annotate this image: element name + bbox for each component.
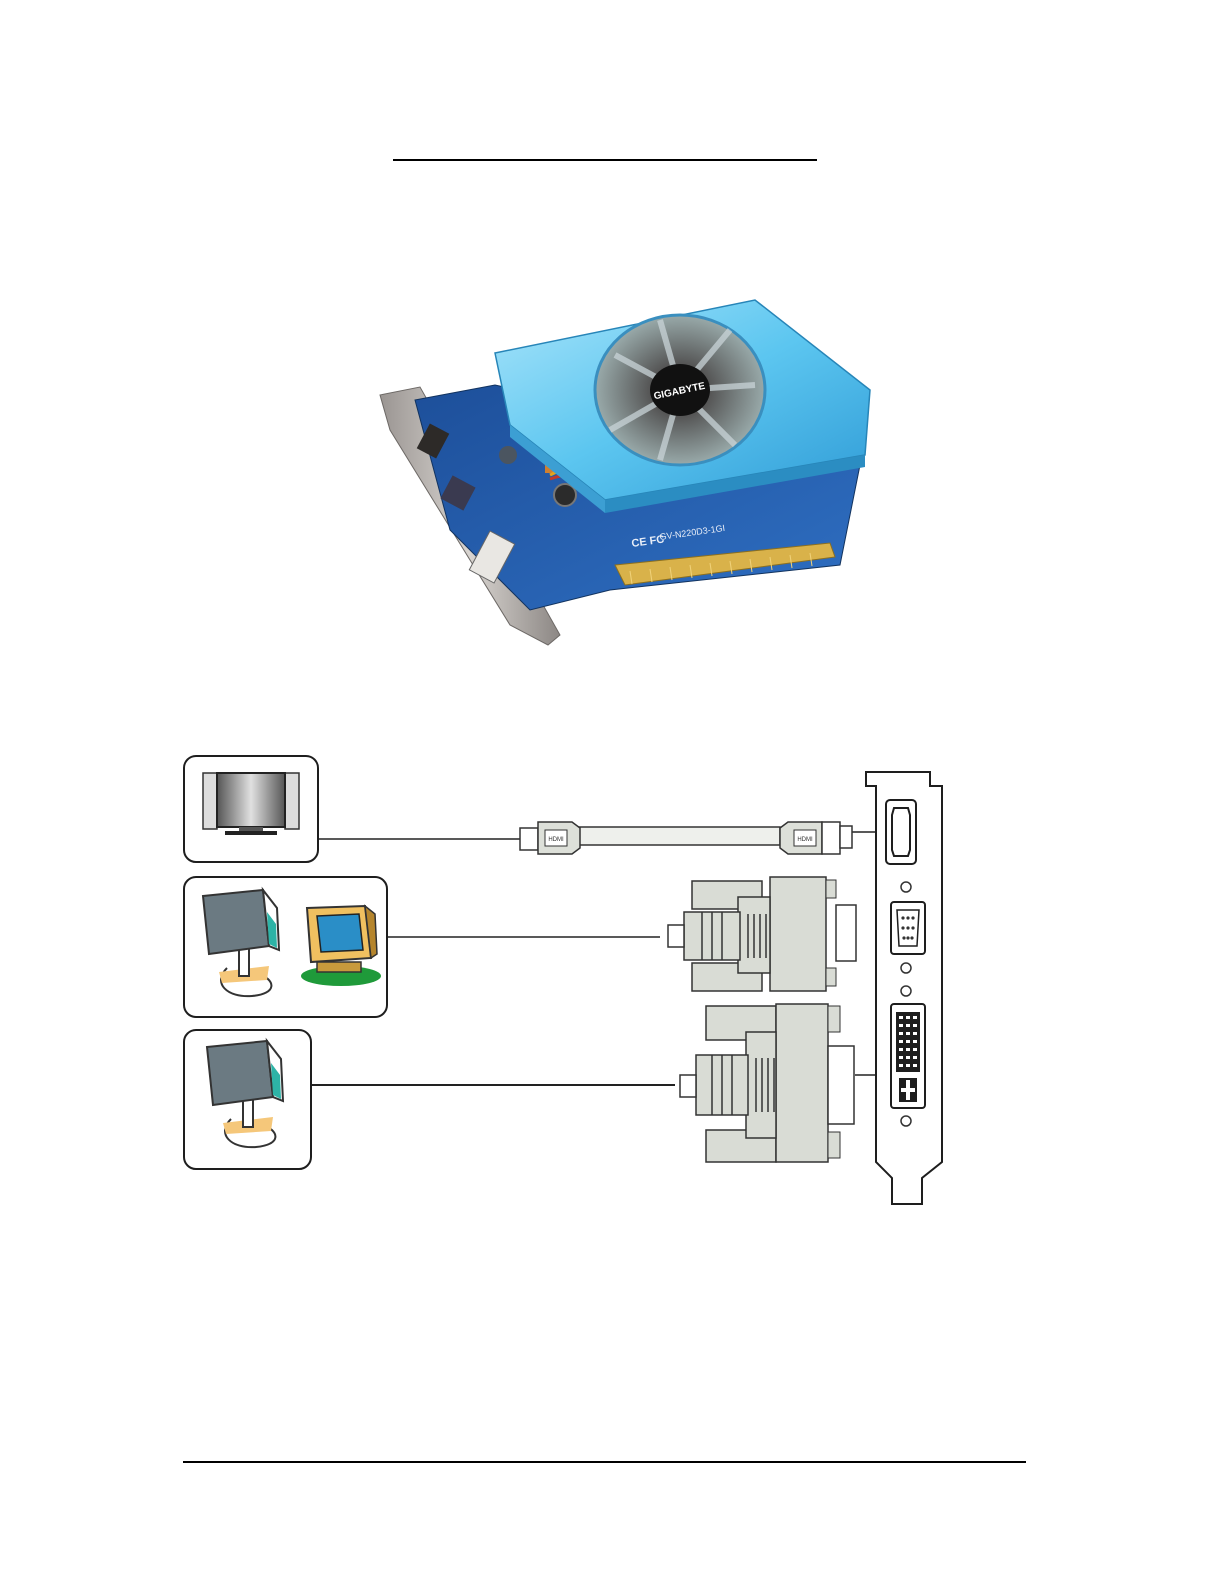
pci-bracket xyxy=(866,772,942,1204)
bracket-dvi-port xyxy=(891,1004,925,1108)
hdmi-plug-label-left: HDMI xyxy=(548,837,564,843)
dvi-connector xyxy=(680,1004,854,1162)
bracket-hdmi-port xyxy=(886,800,916,864)
footer-rule xyxy=(183,1461,1026,1463)
bracket-vga-port xyxy=(891,902,925,954)
dsub-connector xyxy=(668,877,856,991)
hdmi-cable: HDMI HDMI xyxy=(520,822,852,854)
hdmi-plug-label-right: HDMI xyxy=(797,837,813,843)
